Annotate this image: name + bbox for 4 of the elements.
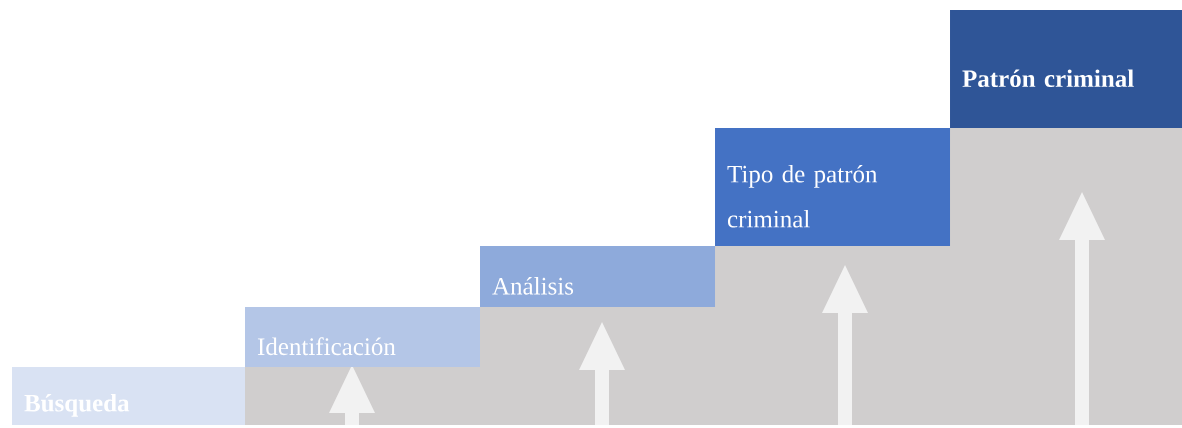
- step-box: Tipo de patrón criminal: [715, 128, 950, 246]
- step-box: Análisis: [480, 246, 715, 307]
- step-box: Patrón criminal: [950, 10, 1182, 128]
- step-box: Identificación: [245, 307, 480, 367]
